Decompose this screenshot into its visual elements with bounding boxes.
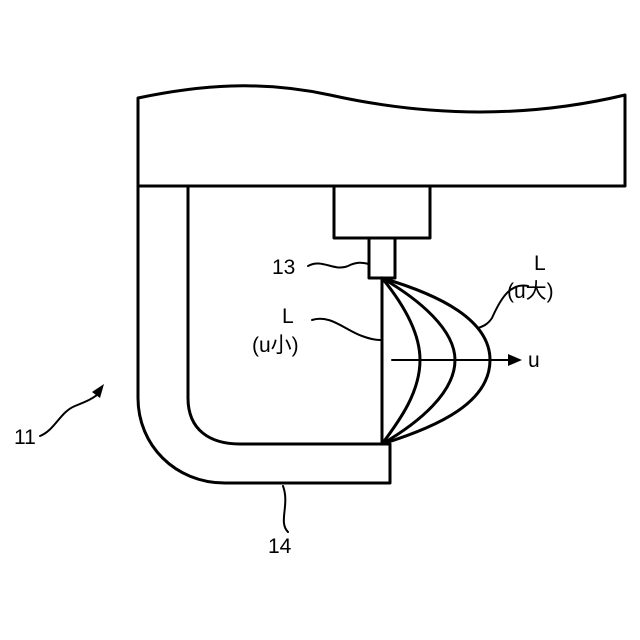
label-arm-ref: 14 [268, 535, 292, 558]
label-large-note: (u大) [507, 280, 554, 303]
label-small-L: L [282, 305, 294, 328]
label-small-note: (u小) [252, 334, 299, 357]
leader-13 [308, 263, 369, 268]
leader-14 [283, 486, 288, 532]
label-device-ref: 11 [14, 426, 36, 449]
leader-small-L [312, 319, 380, 340]
head-block [334, 186, 430, 238]
label-large-L: L [534, 252, 546, 275]
nozzle [369, 238, 395, 278]
label-velocity-axis: u [528, 349, 540, 372]
velocity-axis-arrowhead [508, 354, 522, 366]
label-nozzle-ref: 13 [272, 256, 295, 279]
upper-body [138, 86, 625, 186]
leader-11 [40, 392, 100, 436]
